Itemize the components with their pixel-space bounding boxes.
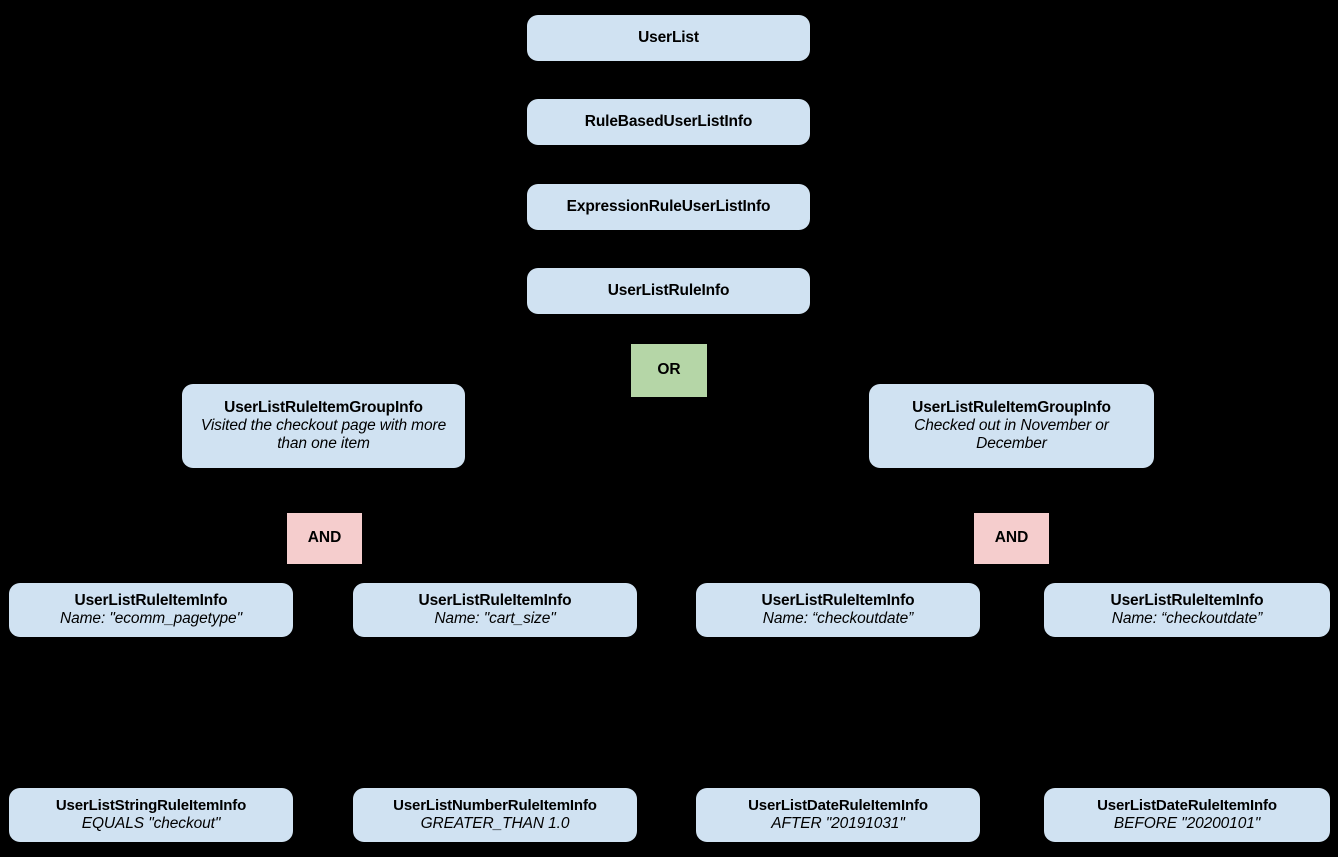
node-title: UserListDateRuleItemInfo <box>1097 797 1277 815</box>
edge-and-right-to-checkoutdate-after <box>837 563 989 584</box>
or-label: OR <box>657 361 681 379</box>
node-subtitle: Name: “checkoutdate” <box>762 610 914 627</box>
node-user-list[interactable]: UserList <box>527 15 810 61</box>
node-rule-item-cart-size[interactable]: UserListRuleItemInfo Name: "cart_size" <box>353 583 637 637</box>
node-rule-item-checkoutdate-before[interactable]: UserListRuleItemInfo Name: “checkoutdate… <box>1044 583 1330 637</box>
node-title: UserListRuleItemGroupInfo <box>912 398 1111 416</box>
node-date-rule-item-after[interactable]: UserListDateRuleItemInfo AFTER "20191031… <box>696 788 980 842</box>
node-group-left[interactable]: UserListRuleItemGroupInfo Visited the ch… <box>182 384 465 468</box>
node-subtitle: EQUALS "checkout" <box>81 814 221 832</box>
node-title: UserListStringRuleItemInfo <box>55 797 247 815</box>
node-subtitle: Name: "ecomm_pagetype" <box>60 610 242 627</box>
and-label: AND <box>307 529 342 547</box>
edge-and-left-to-cartsize <box>349 563 496 584</box>
edge-and-right-to-checkoutdate-before <box>1035 563 1187 584</box>
node-title: UserListRuleItemInfo <box>1110 591 1264 609</box>
and-label: AND <box>994 529 1029 547</box>
node-subtitle: Name: “checkoutdate” <box>1111 610 1263 627</box>
node-subtitle: BEFORE "20200101" <box>1113 814 1261 832</box>
node-number-rule-item[interactable]: UserListNumberRuleItemInfo GREATER_THAN … <box>353 788 637 842</box>
node-and-operator-right[interactable]: AND <box>974 513 1049 564</box>
node-subtitle: Name: "cart_size" <box>434 610 556 627</box>
node-subtitle: Visited the checkout page with more than… <box>200 416 447 453</box>
node-subtitle: Checked out in November or December <box>914 416 1109 453</box>
node-title: ExpressionRuleUserListInfo <box>566 197 771 215</box>
node-title: UserListRuleItemInfo <box>418 591 572 609</box>
node-rule-item-checkoutdate-after[interactable]: UserListRuleItemInfo Name: “checkoutdate… <box>696 583 980 637</box>
node-subtitle: GREATER_THAN 1.0 <box>420 814 570 832</box>
node-subtitle: AFTER "20191031" <box>771 814 905 832</box>
node-rule-based-user-list-info[interactable]: RuleBasedUserListInfo <box>527 99 810 145</box>
node-and-operator-left[interactable]: AND <box>287 513 362 564</box>
node-group-right[interactable]: UserListRuleItemGroupInfo Checked out in… <box>869 384 1154 468</box>
node-rule-item-pagetype[interactable]: UserListRuleItemInfo Name: "ecomm_pagety… <box>9 583 293 637</box>
node-title: UserList <box>638 28 699 46</box>
node-title: UserListRuleItemInfo <box>74 591 228 609</box>
node-string-rule-item[interactable]: UserListStringRuleItemInfo EQUALS "check… <box>9 788 293 842</box>
node-user-list-rule-info[interactable]: UserListRuleInfo <box>527 268 810 314</box>
node-date-rule-item-before[interactable]: UserListDateRuleItemInfo BEFORE "2020010… <box>1044 788 1330 842</box>
node-title: UserListNumberRuleItemInfo <box>393 797 597 815</box>
node-title: UserListRuleItemGroupInfo <box>224 398 423 416</box>
node-title: UserListRuleItemInfo <box>761 591 915 609</box>
node-expression-rule-user-list-info[interactable]: ExpressionRuleUserListInfo <box>527 184 810 230</box>
node-title: UserListRuleInfo <box>607 281 730 299</box>
node-title: RuleBasedUserListInfo <box>584 112 753 130</box>
edge-and-left-to-pagetype <box>150 563 301 584</box>
node-title: UserListDateRuleItemInfo <box>748 797 928 815</box>
node-or-operator[interactable]: OR <box>631 344 707 397</box>
